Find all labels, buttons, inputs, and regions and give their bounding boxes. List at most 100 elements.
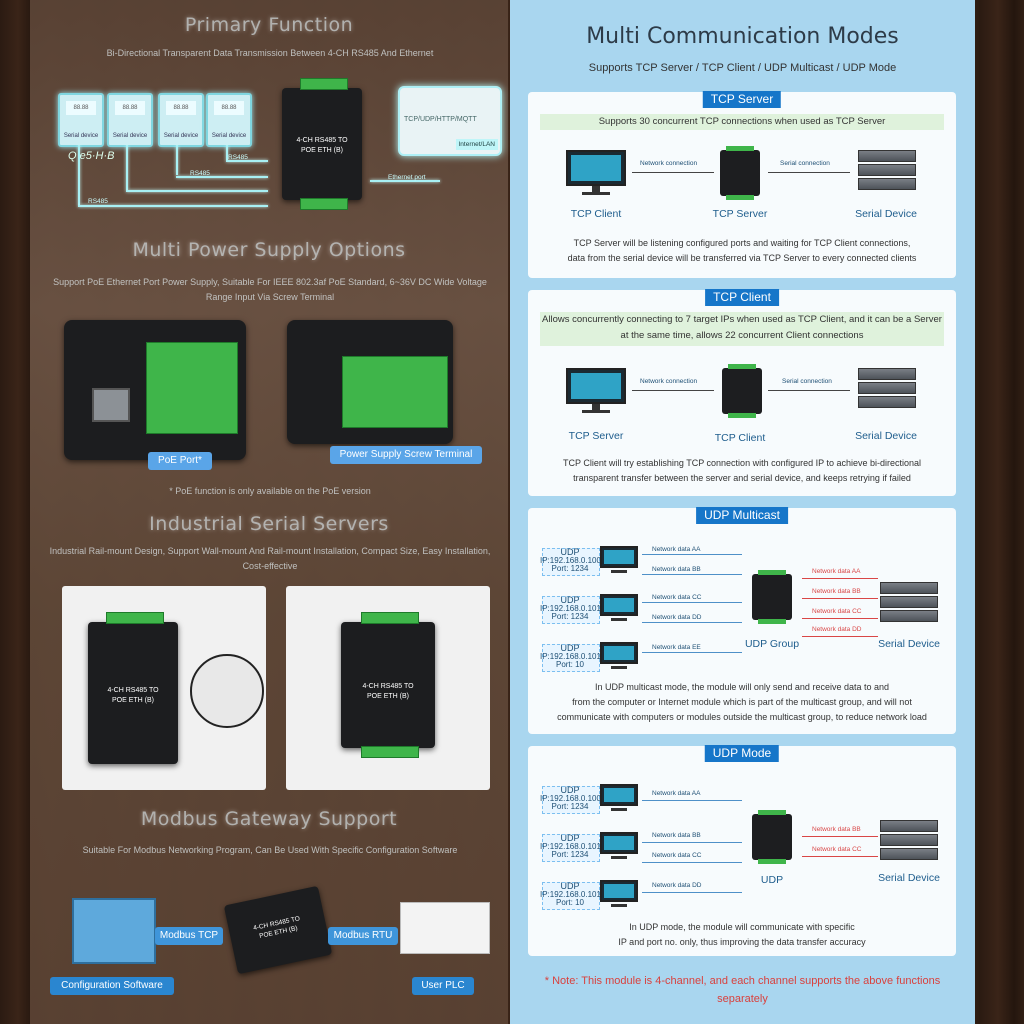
rs485-label: RS485: [228, 154, 248, 161]
serial-link-label: Network data AA: [812, 568, 861, 575]
industrial-subtitle: Industrial Rail-mount Design, Support Wa…: [49, 546, 491, 571]
serial-link-label: Network data BB: [812, 826, 861, 833]
network-link: [642, 602, 742, 603]
serial-link: [802, 598, 878, 599]
udp-group-caption: UDP Group: [744, 638, 800, 650]
poe-port-tag: PoE Port*: [148, 452, 212, 470]
rs485-wire: [126, 190, 268, 192]
serial-device-rack-icon: [858, 368, 916, 408]
pc-monitor-icon: [600, 832, 638, 862]
tcp-server-caption: TCP Server: [568, 430, 624, 442]
serial-link-label: Network data DD: [812, 626, 862, 633]
poe-footnote: * PoE function is only available on the …: [169, 486, 371, 496]
network-link: [642, 622, 742, 623]
handwritten-scribble: Q e5·H·B: [68, 150, 115, 162]
cloud-network-box: TCP/UDP/HTTP/MQTT Internet/LAN: [398, 86, 502, 156]
udp-host-box: [542, 548, 600, 576]
serial-device-caption: Serial Device: [878, 872, 940, 884]
network-link-label: Network data DD: [652, 882, 702, 889]
pc-monitor-icon: [566, 368, 626, 414]
rail-clip-detail: [190, 654, 264, 728]
modes-title: Multi Communication Modes: [586, 24, 899, 49]
network-link-label: Network data CC: [652, 594, 702, 601]
industrial-title: Industrial Serial Servers: [149, 513, 389, 535]
rs485-label: RS485: [190, 170, 210, 177]
user-plc-tag: User PLC: [412, 977, 474, 995]
primary-function-title: Primary Function: [184, 14, 354, 36]
rs485-wire: [226, 160, 268, 162]
pc-monitor-icon: [600, 546, 638, 576]
ethernet-wire: [370, 180, 440, 182]
serial-device-caption: Serial Device: [855, 430, 917, 442]
power-supply-title: Multi Power Supply Options: [132, 239, 406, 261]
serial-link: [802, 636, 878, 637]
pc-monitor-icon: [600, 594, 638, 624]
pc-monitor-icon: [566, 150, 626, 196]
tcp-client-card: TCP Client Allows concurrently connectin…: [528, 289, 956, 496]
tcp-server-desc: TCP Server will be listening configured …: [567, 238, 917, 263]
udp-host-box: [542, 834, 600, 862]
network-link: [642, 800, 742, 801]
tcp-server-card: TCP Server Supports 30 concurrent TCP co…: [528, 91, 956, 278]
serial-link-label: Serial connection: [782, 378, 832, 385]
serial-device-rack-icon: [858, 150, 916, 190]
modbus-tcp-tag: Modbus TCP: [155, 927, 223, 945]
serial-link-label: Network data CC: [812, 846, 862, 853]
network-link-label: Network data DD: [652, 614, 702, 621]
client-module-icon: [722, 364, 762, 418]
screw-terminal-tag: Power Supply Screw Terminal: [330, 446, 482, 464]
serial-link: [802, 618, 878, 619]
network-link: [642, 574, 742, 575]
channel-note: * Note: This module is 4-channel, and ea…: [544, 975, 941, 1005]
primary-function-subtitle: Bi-Directional Transparent Data Transmis…: [106, 48, 434, 58]
network-link-label: Network data EE: [652, 644, 701, 651]
software-screenshot: [72, 898, 156, 964]
ethernet-port-icon: [92, 388, 130, 422]
udp-mode-heading: UDP Mode: [704, 745, 780, 762]
left-feature-panel: [30, 0, 508, 1024]
tcp-client-desc: TCP Client will try establishing TCP con…: [562, 458, 921, 483]
rs485-wire: [78, 205, 268, 207]
serial-link: [768, 172, 850, 173]
modbus-title: Modbus Gateway Support: [140, 808, 398, 830]
tcp-server-note: Supports 30 concurrent TCP connections w…: [540, 114, 944, 130]
screw-terminal-closeup: [287, 320, 453, 444]
rs485-wire: [78, 145, 80, 205]
network-link-label: Network data BB: [652, 566, 701, 573]
network-link: [642, 892, 742, 893]
rs485-wire: [176, 176, 268, 178]
tcp-client-caption: TCP Client: [570, 208, 622, 220]
pc-monitor-icon: [600, 784, 638, 814]
network-link-label: Network data BB: [652, 832, 701, 839]
udp-host-box: [542, 596, 600, 624]
modbus-rtu-tag: Modbus RTU: [328, 927, 398, 945]
serial-device-caption: Serial Device: [878, 638, 940, 650]
rs485-wire: [226, 145, 228, 160]
serial-link-label: Network data BB: [812, 588, 861, 595]
network-link: [632, 390, 714, 391]
network-link: [642, 842, 742, 843]
serial-link: [768, 390, 850, 391]
serial-link: [802, 578, 878, 579]
udp-host-box: [542, 786, 600, 814]
udp-mode-desc: In UDP mode, the module will communicate…: [618, 922, 866, 947]
serial-link: [802, 856, 878, 857]
rs485-wire: [176, 145, 178, 175]
network-link: [642, 652, 742, 653]
pc-monitor-icon: [600, 642, 638, 672]
network-link-label: Network connection: [640, 378, 698, 385]
udp-multicast-heading: UDP Multicast: [696, 507, 788, 524]
udp-module-icon: [752, 810, 792, 864]
udp-group-module-icon: [752, 570, 792, 624]
network-link-label: Network connection: [640, 160, 698, 167]
udp-multicast-desc: In UDP multicast mode, the module will o…: [557, 682, 927, 722]
udp-host-box: [542, 882, 600, 910]
